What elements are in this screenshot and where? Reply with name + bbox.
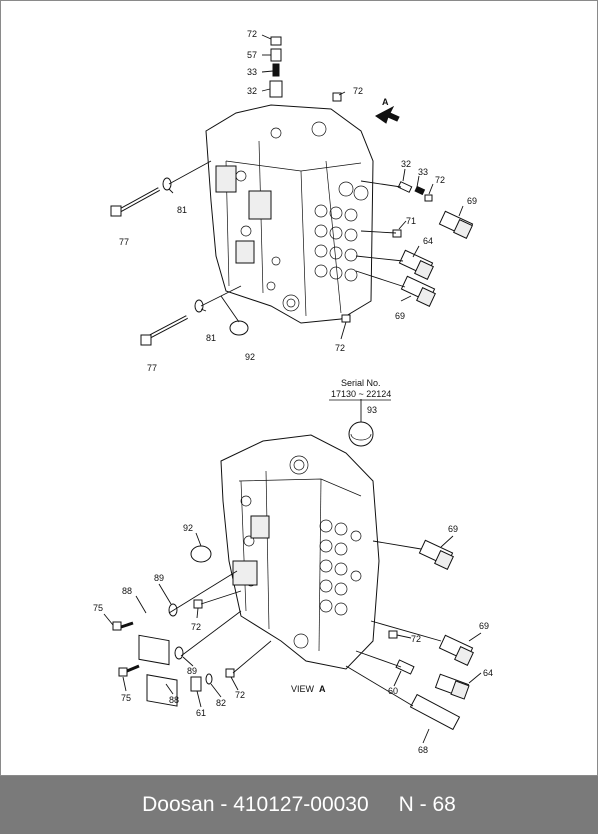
- part-callout-label: 77: [119, 237, 129, 247]
- part-callout-label: 72: [247, 29, 257, 39]
- part-callout-label: 71: [406, 216, 416, 226]
- part-callout-label: 75: [121, 693, 131, 703]
- part-callout-label: 77: [147, 363, 157, 373]
- part-callout-label: 69: [395, 311, 405, 321]
- footer-part-number: 410127-00030: [233, 793, 369, 816]
- part-callout-label: 68: [418, 745, 428, 755]
- part-callout-label: 81: [177, 205, 187, 215]
- part-callout-label: 88: [122, 586, 132, 596]
- part-callout-label: 72: [235, 690, 245, 700]
- part-callout-label: 64: [423, 236, 433, 246]
- part-callout-label: 72: [191, 622, 201, 632]
- view-label-prefix: VIEW: [291, 684, 315, 694]
- top-part-labels: 72 57 33 32 72 32 33 72 69 81 77 71 64 69 81 92 72 77: [119, 29, 477, 373]
- part-callout-label: 93: [367, 405, 377, 415]
- part-callout-label: 89: [154, 573, 164, 583]
- arrow-view-letter: A: [382, 97, 389, 107]
- part-callout-label: 72: [435, 175, 445, 185]
- part-callout-label: 72: [353, 86, 363, 96]
- serial-title: Serial No.: [341, 378, 381, 388]
- part-callout-label: 88: [169, 695, 179, 705]
- part-callout-label: 32: [247, 86, 257, 96]
- bottom-valve-assembly: [103, 399, 482, 744]
- footer-page-number: N - 68: [398, 793, 456, 816]
- part-callout-label: 57: [247, 50, 257, 60]
- part-callout-label: 69: [467, 196, 477, 206]
- view-label-letter: A: [319, 684, 326, 694]
- part-callout-label: 92: [245, 352, 255, 362]
- part-callout-label: 72: [335, 343, 345, 353]
- bottom-part-labels: 93 92 69 88 89 75 72 72 69 64 89 88 75 61 82 72 60 68: [93, 405, 493, 755]
- part-callout-label: 32: [401, 159, 411, 169]
- top-valve-assembly: [110, 34, 474, 346]
- part-callout-label: 69: [479, 621, 489, 631]
- footer-separator: -: [214, 793, 234, 816]
- footer-brand: Doosan: [142, 793, 215, 816]
- part-callout-label: 33: [418, 167, 428, 177]
- page-footer: Doosan - 410127-00030 N - 68: [0, 776, 598, 834]
- part-callout-label: 72: [411, 634, 421, 644]
- part-callout-label: 89: [187, 666, 197, 676]
- part-callout-label: 60: [388, 686, 398, 696]
- serial-range: 17130 ~ 22124: [331, 389, 391, 399]
- part-callout-label: 81: [206, 333, 216, 343]
- part-callout-label: 33: [247, 67, 257, 77]
- part-callout-label: 64: [483, 668, 493, 678]
- part-callout-label: 69: [448, 524, 458, 534]
- part-callout-label: 75: [93, 603, 103, 613]
- part-callout-label: 61: [196, 708, 206, 718]
- part-callout-label: 82: [216, 698, 226, 708]
- part-callout-label: 92: [183, 523, 193, 533]
